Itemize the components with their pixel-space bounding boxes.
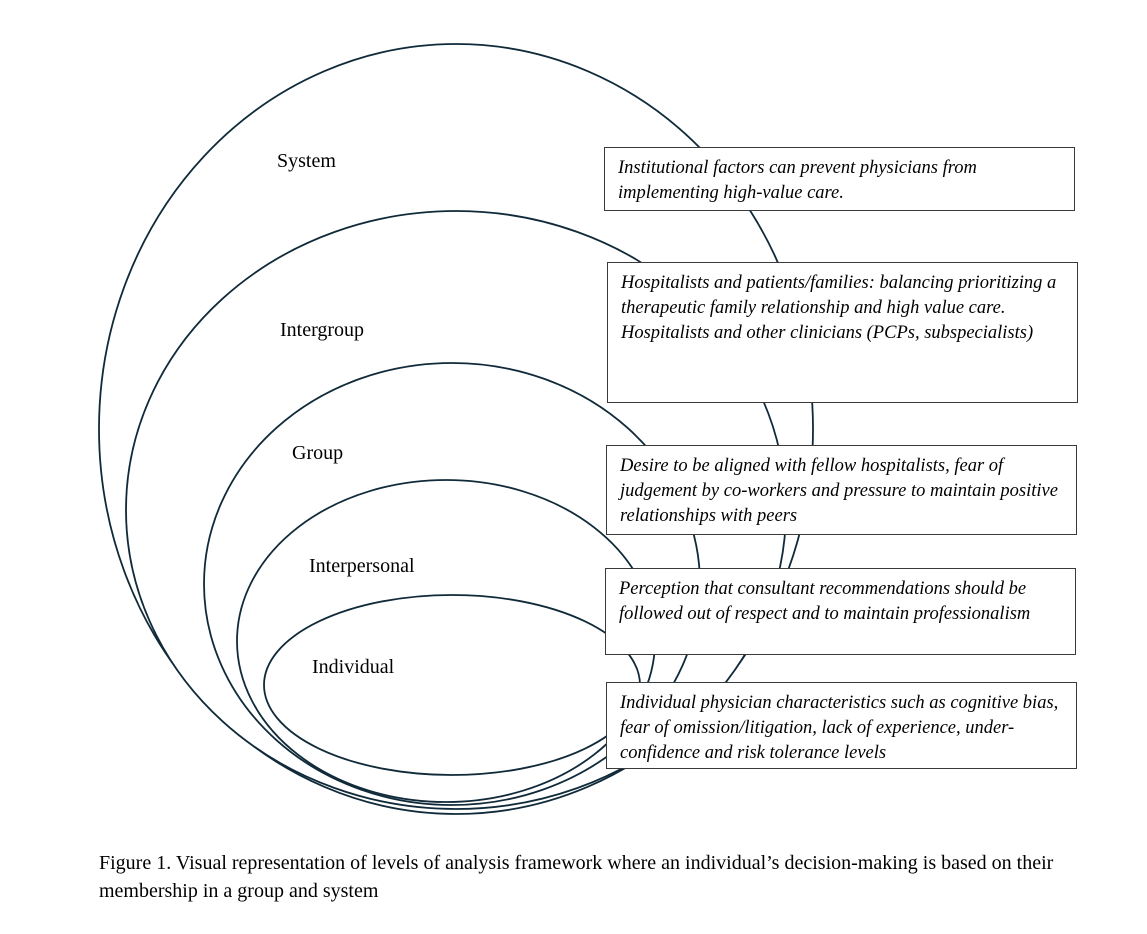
figure-caption: Figure 1. Visual representation of level… (99, 852, 1054, 902)
description-box-group: Desire to be aligned with fellow hospita… (606, 445, 1077, 535)
description-box-interpersonal: Perception that consultant recommendatio… (605, 568, 1076, 655)
level-label-intergroup: Intergroup (280, 319, 365, 341)
level-label-group: Group (292, 442, 344, 464)
description-text-intergroup-families: Hospitalists and patients/families: bala… (621, 273, 1057, 318)
description-text-interpersonal: Perception that consultant recommendatio… (619, 579, 1031, 624)
description-text-individual: Individual physician characteristics suc… (620, 693, 1059, 763)
description-box-individual: Individual physician characteristics suc… (606, 682, 1077, 769)
description-text-intergroup-clinicians: Hospitalists and other clinicians (PCPs,… (621, 323, 1034, 343)
level-label-interpersonal: Interpersonal (309, 555, 415, 577)
description-box-system: Institutional factors can prevent physic… (604, 147, 1075, 211)
level-label-individual: Individual (312, 656, 395, 678)
description-box-intergroup: Hospitalists and patients/families: bala… (607, 262, 1078, 403)
description-text-system: Institutional factors can prevent physic… (618, 158, 977, 203)
level-label-system: System (277, 150, 336, 172)
individual-ellipse (263, 594, 641, 776)
description-text-group: Desire to be aligned with fellow hospita… (620, 456, 1058, 526)
